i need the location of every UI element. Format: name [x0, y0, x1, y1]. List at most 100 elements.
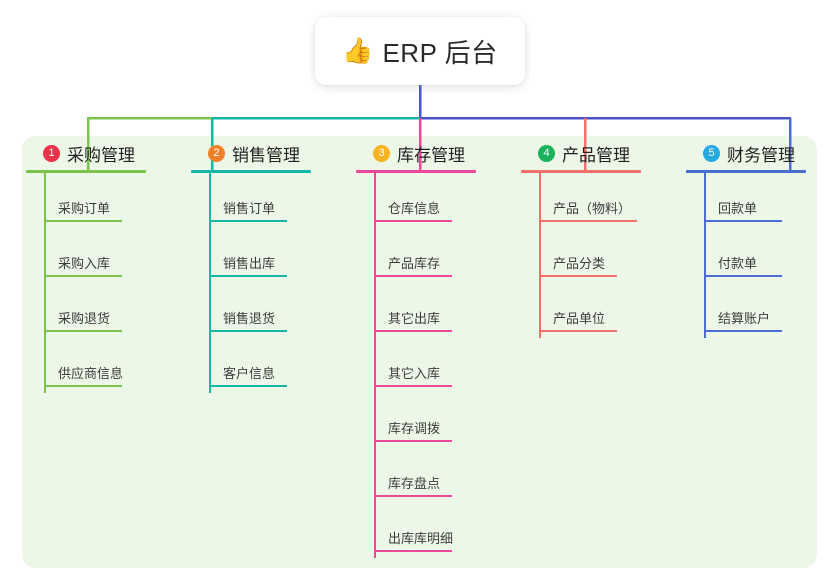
branch-column-5: 5 财务管理回款单付款单结算账户: [686, 136, 816, 338]
branch-item-label: 仓库信息: [388, 201, 441, 216]
branch-item-underline: [209, 385, 287, 387]
branch-trunk-line: [209, 173, 211, 393]
branch-item-label: 采购退货: [58, 311, 111, 326]
branch-item-underline: [374, 385, 452, 387]
branch-item-label: 其它入库: [388, 366, 441, 381]
branch-number-badge: 2: [208, 144, 225, 162]
branch-header-4[interactable]: 4 产品管理: [521, 136, 671, 170]
branch-underline: [191, 170, 311, 173]
branch-item-label: 销售退货: [223, 311, 276, 326]
branch-trunk-line: [44, 173, 46, 393]
branch-item-underline: [44, 275, 122, 277]
branch-item-underline: [374, 220, 452, 222]
branch-item[interactable]: 仓库信息: [356, 173, 506, 228]
branch-item[interactable]: 产品（物料）: [521, 173, 671, 228]
branch-number-badge: 3: [373, 144, 390, 162]
branch-item-label: 产品单位: [553, 311, 606, 326]
branch-item-underline: [374, 275, 452, 277]
branch-item-underline: [44, 220, 122, 222]
branch-item-underline: [44, 330, 122, 332]
branch-item[interactable]: 销售订单: [191, 173, 341, 228]
branch-item-underline: [374, 440, 452, 442]
branch-item[interactable]: 销售出库: [191, 228, 341, 283]
branch-item[interactable]: 库存盘点: [356, 448, 506, 503]
branch-item-underline: [209, 330, 287, 332]
branch-item-label: 出库库明细: [388, 531, 454, 546]
branch-item-underline: [704, 275, 782, 277]
branch-title: 产品管理: [562, 145, 630, 165]
branch-header-2[interactable]: 2 销售管理: [191, 136, 341, 170]
branch-item[interactable]: 客户信息: [191, 338, 341, 393]
branch-item[interactable]: 采购退货: [26, 283, 176, 338]
branch-item[interactable]: 采购订单: [26, 173, 176, 228]
branch-item-label: 采购订单: [58, 201, 111, 216]
branch-number-badge: 4: [538, 144, 555, 162]
branch-item-label: 销售订单: [223, 201, 276, 216]
branch-item-label: 产品分类: [553, 256, 606, 271]
branch-item-underline: [374, 550, 452, 552]
branch-title: 采购管理: [67, 145, 135, 165]
branch-item[interactable]: 产品分类: [521, 228, 671, 283]
branch-underline: [26, 170, 146, 173]
branch-column-4: 4 产品管理产品（物料） 产品分类产品单位: [521, 136, 671, 338]
branch-item-label: 库存盘点: [388, 476, 441, 491]
branch-columns: 1 采购管理采购订单采购入库采购退货供应商信息 2 销售管理销售订单销售出库销售退货客…: [22, 136, 817, 568]
branch-title: 财务管理: [727, 145, 795, 165]
branch-item-list: 产品（物料） 产品分类产品单位: [521, 173, 671, 338]
branch-column-1: 1 采购管理采购订单采购入库采购退货供应商信息: [26, 136, 176, 393]
branch-item-label: 其它出库: [388, 311, 441, 326]
branch-item-list: 回款单付款单结算账户: [686, 173, 816, 338]
branch-number-badge: 5: [703, 144, 720, 162]
branch-item-underline: [44, 385, 122, 387]
branch-item-label: 回款单: [718, 201, 758, 216]
branch-item[interactable]: 采购入库: [26, 228, 176, 283]
branch-header-5[interactable]: 5 财务管理: [686, 136, 816, 170]
branch-item-label: 产品（物料）: [553, 201, 632, 216]
branch-item[interactable]: 产品单位: [521, 283, 671, 338]
branch-item[interactable]: 出库库明细: [356, 503, 506, 558]
branch-column-2: 2 销售管理销售订单销售出库销售退货客户信息: [191, 136, 341, 393]
branch-underline: [521, 170, 641, 173]
branch-item[interactable]: 其它出库: [356, 283, 506, 338]
branch-item-label: 供应商信息: [58, 366, 124, 381]
branch-item-label: 结算账户: [718, 311, 771, 326]
branch-item-underline: [209, 275, 287, 277]
branch-trunk-line: [539, 173, 541, 338]
branch-header-1[interactable]: 1 采购管理: [26, 136, 176, 170]
branch-item[interactable]: 库存调拨: [356, 393, 506, 448]
branch-item-label: 客户信息: [223, 366, 276, 381]
branch-item-label: 付款单: [718, 256, 758, 271]
branch-trunk-line: [704, 173, 706, 338]
branch-trunk-line: [374, 173, 376, 558]
branch-item[interactable]: 其它入库: [356, 338, 506, 393]
branch-item[interactable]: 回款单: [686, 173, 816, 228]
branch-item-label: 采购入库: [58, 256, 111, 271]
branch-item-underline: [209, 220, 287, 222]
branch-item-underline: [539, 220, 637, 222]
branch-item-underline: [374, 495, 452, 497]
branch-item[interactable]: 销售退货: [191, 283, 341, 338]
branch-item-label: 产品库存: [388, 256, 441, 271]
branch-item-underline: [374, 330, 452, 332]
branch-item[interactable]: 供应商信息: [26, 338, 176, 393]
branch-item-underline: [539, 275, 617, 277]
root-node-erp-backend[interactable]: 👍 ERP 后台: [315, 17, 525, 85]
branch-underline: [686, 170, 806, 173]
branch-item-list: 采购订单采购入库采购退货供应商信息: [26, 173, 176, 393]
branch-item[interactable]: 付款单: [686, 228, 816, 283]
branch-item-underline: [704, 330, 782, 332]
branch-title: 销售管理: [232, 145, 300, 165]
branch-underline: [356, 170, 476, 173]
root-node-title: ERP 后台: [382, 37, 498, 68]
branch-item-label: 库存调拨: [388, 421, 441, 436]
branch-header-3[interactable]: 3 库存管理: [356, 136, 506, 170]
branch-item-list: 销售订单销售出库销售退货客户信息: [191, 173, 341, 393]
branch-title: 库存管理: [397, 145, 465, 165]
branch-item-list: 仓库信息产品库存其它出库其它入库库存调拨库存盘点出库库明细: [356, 173, 506, 558]
branch-item[interactable]: 结算账户: [686, 283, 816, 338]
branch-number-badge: 1: [43, 144, 60, 162]
branch-item-underline: [704, 220, 782, 222]
branch-item[interactable]: 产品库存: [356, 228, 506, 283]
branch-column-3: 3 库存管理仓库信息产品库存其它出库其它入库库存调拨库存盘点出库库明细: [356, 136, 506, 558]
